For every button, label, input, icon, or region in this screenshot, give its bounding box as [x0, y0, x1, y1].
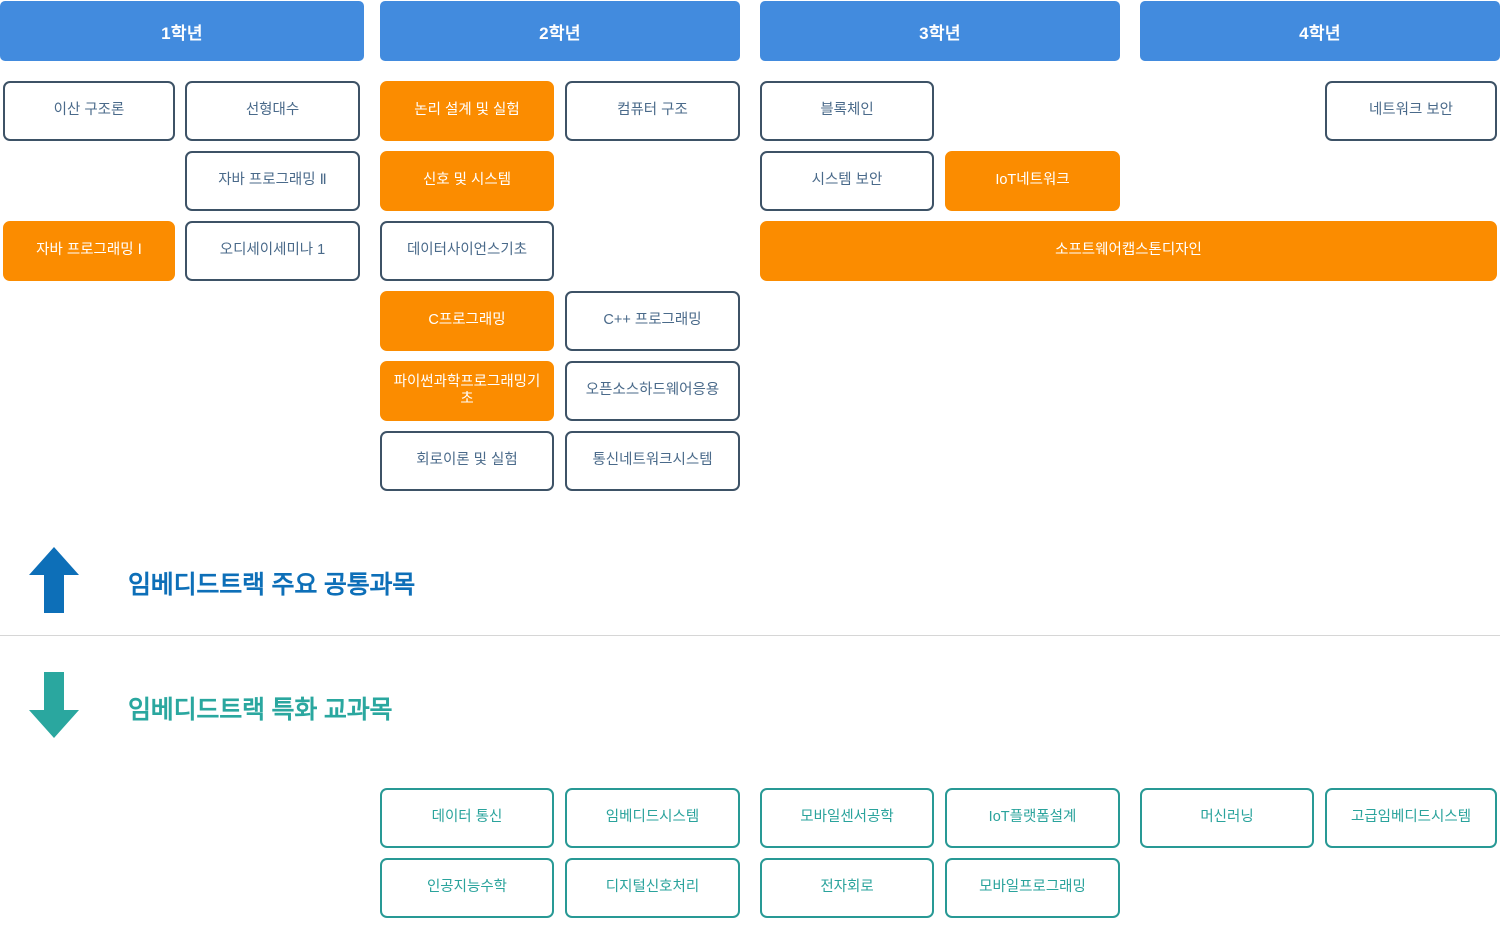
course-box-모바일센서공학[interactable]: 모바일센서공학 — [760, 788, 934, 848]
course-box-IoT플랫폼설계[interactable]: IoT플랫폼설계 — [945, 788, 1120, 848]
course-label: 전자회로 — [820, 879, 874, 896]
course-box-고급임베디드시스템[interactable]: 고급임베디드시스템 — [1325, 788, 1497, 848]
course-label: 네트워크 보안 — [1368, 102, 1454, 119]
course-box-통신네트워크시스템[interactable]: 통신네트워크시스템 — [565, 431, 740, 491]
course-label: IoT플랫폼설계 — [988, 809, 1077, 826]
section-common-label: 임베디드트랙 주요 공통과목 — [128, 570, 416, 599]
course-label: 임베디드시스템 — [605, 809, 700, 826]
course-label: 통신네트워크시스템 — [592, 452, 713, 469]
course-box-논리-설계-및-실험[interactable]: 논리 설계 및 실험 — [380, 81, 554, 141]
course-box-블록체인[interactable]: 블록체인 — [760, 81, 934, 141]
course-box-네트워크-보안[interactable]: 네트워크 보안 — [1325, 81, 1497, 141]
course-label: 자바 프로그래밍 Ⅰ — [36, 242, 142, 259]
course-box-인공지능수학[interactable]: 인공지능수학 — [380, 858, 554, 918]
arrow-down-icon — [28, 670, 80, 745]
course-label: 오픈소스하드웨어응용 — [585, 382, 720, 399]
course-box-회로이론-및-실험[interactable]: 회로이론 및 실험 — [380, 431, 554, 491]
arrow-up-icon — [28, 545, 80, 620]
section-divider — [0, 635, 1500, 636]
course-box-전자회로[interactable]: 전자회로 — [760, 858, 934, 918]
year-header-label: 4학년 — [1299, 23, 1341, 43]
course-box-신호-및-시스템[interactable]: 신호 및 시스템 — [380, 151, 554, 211]
course-label: 이산 구조론 — [53, 102, 125, 119]
course-label: 논리 설계 및 실험 — [414, 102, 520, 119]
course-box-시스템-보안[interactable]: 시스템 보안 — [760, 151, 934, 211]
course-label: 파이썬과학프로그래밍기초 — [393, 373, 541, 407]
year-header-label: 2학년 — [539, 23, 581, 43]
course-label: 고급임베디드시스템 — [1350, 809, 1472, 826]
year-header-label: 3학년 — [919, 23, 961, 43]
course-label: 인공지능수학 — [426, 879, 508, 896]
course-box-오픈소스하드웨어응용[interactable]: 오픈소스하드웨어응용 — [565, 361, 740, 421]
course-box-머신러닝[interactable]: 머신러닝 — [1140, 788, 1314, 848]
course-box-컴퓨터-구조[interactable]: 컴퓨터 구조 — [565, 81, 740, 141]
course-box-C++-프로그래밍[interactable]: C++ 프로그래밍 — [565, 291, 740, 351]
course-label: C++ 프로그래밍 — [603, 312, 702, 329]
course-box-IoT네트워크[interactable]: IoT네트워크 — [945, 151, 1120, 211]
course-label: 자바 프로그래밍 Ⅱ — [218, 172, 327, 189]
section-common-courses: 임베디드트랙 주요 공통과목 — [28, 545, 415, 620]
course-label: 머신러닝 — [1200, 809, 1254, 826]
year-header-3: 3학년 — [760, 1, 1120, 61]
year-header-4: 4학년 — [1140, 1, 1500, 61]
course-label: IoT네트워크 — [995, 172, 1070, 189]
course-box-데이터-통신[interactable]: 데이터 통신 — [380, 788, 554, 848]
course-label: 시스템 보안 — [811, 172, 883, 189]
year-header-2: 2학년 — [380, 1, 740, 61]
course-label: 데이터사이언스기초 — [406, 242, 528, 259]
course-box-모바일프로그래밍[interactable]: 모바일프로그래밍 — [945, 858, 1120, 918]
course-label: 소프트웨어캡스톤디자인 — [1055, 242, 1202, 259]
course-label: 모바일프로그래밍 — [979, 879, 1086, 896]
course-label: 컴퓨터 구조 — [617, 102, 688, 119]
course-label: 신호 및 시스템 — [422, 172, 512, 189]
course-box-디지털신호처리[interactable]: 디지털신호처리 — [565, 858, 740, 918]
course-label: 선형대수 — [245, 102, 300, 119]
course-label: 회로이론 및 실험 — [416, 452, 518, 469]
course-box-오디세이세미나-1[interactable]: 오디세이세미나 1 — [185, 221, 360, 281]
course-label: 데이터 통신 — [431, 809, 503, 826]
course-box-C프로그래밍[interactable]: C프로그래밍 — [380, 291, 554, 351]
section-special-courses: 임베디드트랙 특화 교과목 — [28, 670, 392, 745]
course-box-파이썬과학프로그래밍기초[interactable]: 파이썬과학프로그래밍기초 — [380, 361, 554, 421]
course-box-임베디드시스템[interactable]: 임베디드시스템 — [565, 788, 740, 848]
course-label: 디지털신호처리 — [605, 879, 700, 896]
course-box-데이터사이언스기초[interactable]: 데이터사이언스기초 — [380, 221, 554, 281]
course-box-자바-프로그래밍-[interactable]: 자바 프로그래밍 Ⅰ — [3, 221, 175, 281]
course-label: 오디세이세미나 1 — [219, 242, 326, 259]
year-header-label: 1학년 — [161, 23, 203, 43]
course-box-자바-프로그래밍-[interactable]: 자바 프로그래밍 Ⅱ — [185, 151, 360, 211]
course-label: C프로그래밍 — [428, 312, 506, 329]
course-box-이산-구조론[interactable]: 이산 구조론 — [3, 81, 175, 141]
course-label: 블록체인 — [820, 102, 874, 119]
course-box-선형대수[interactable]: 선형대수 — [185, 81, 360, 141]
course-box-소프트웨어캡스톤디자인[interactable]: 소프트웨어캡스톤디자인 — [760, 221, 1497, 281]
year-header-1: 1학년 — [0, 1, 364, 61]
course-label: 모바일센서공학 — [800, 809, 894, 826]
section-special-label: 임베디드트랙 특화 교과목 — [128, 695, 393, 724]
